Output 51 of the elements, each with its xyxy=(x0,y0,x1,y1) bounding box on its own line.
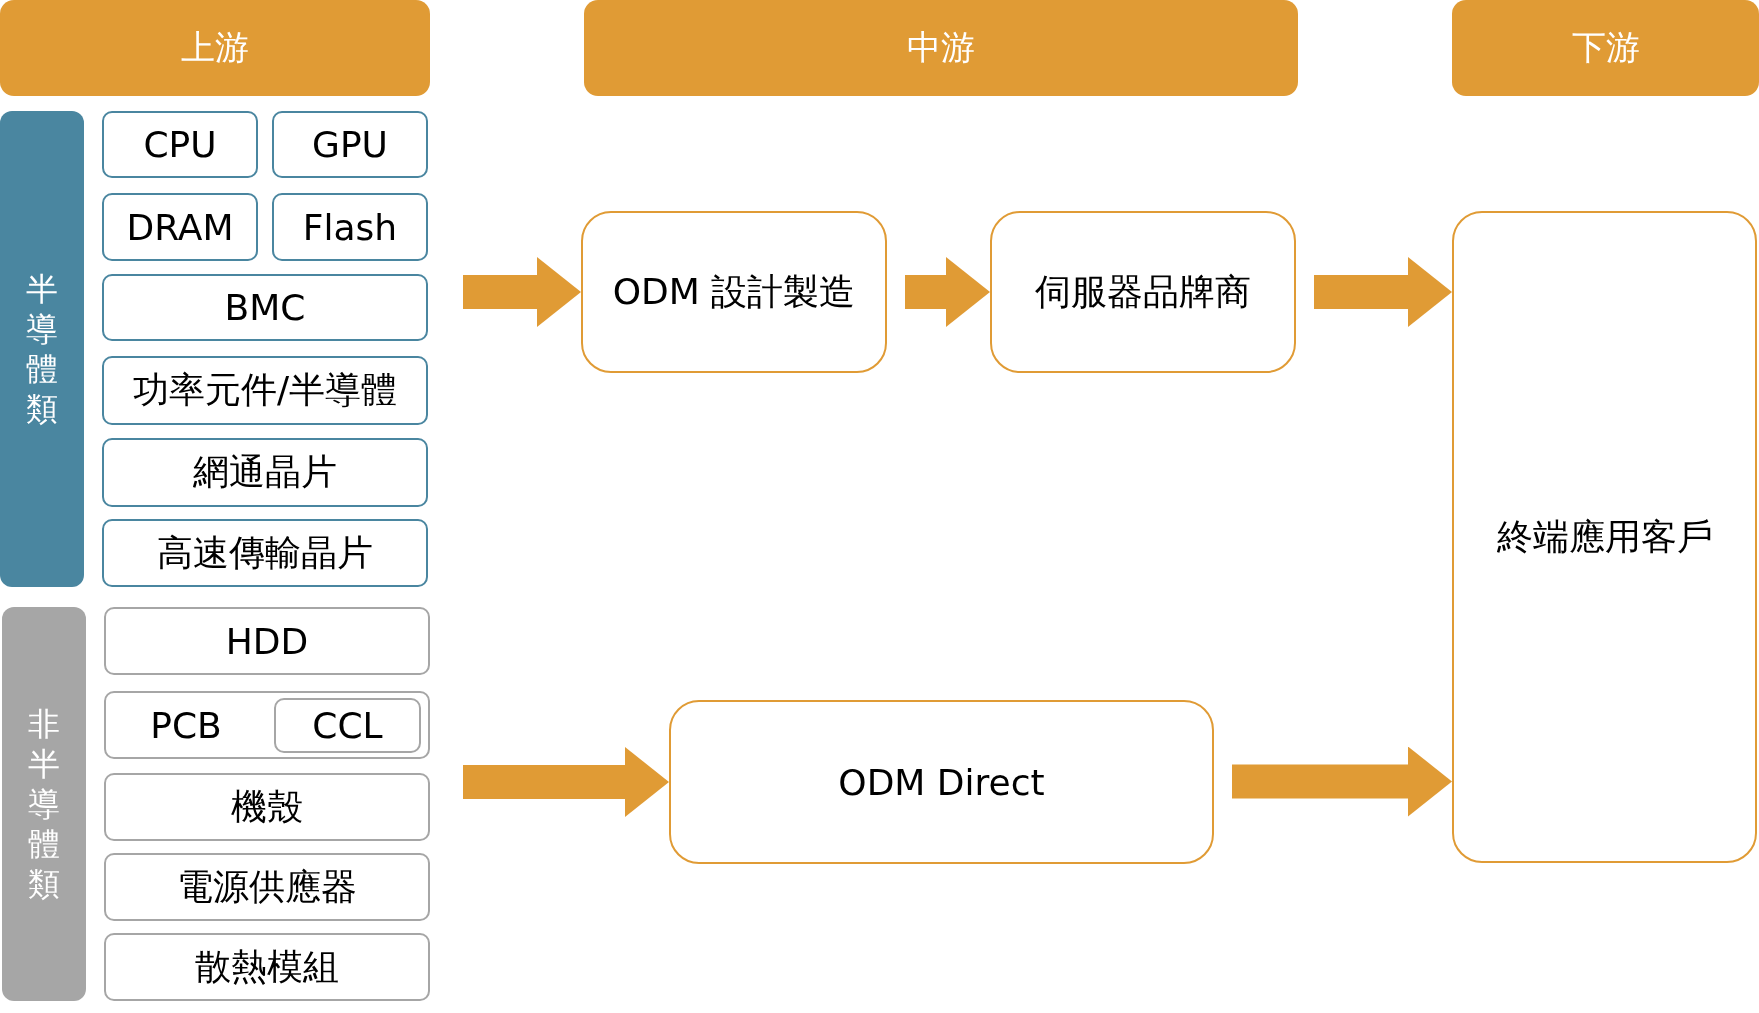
box-label: PCB xyxy=(149,704,223,746)
box-label: 功率元件/半導體 xyxy=(132,368,398,412)
box-label: 機殼 xyxy=(231,784,303,829)
box-label: CCL xyxy=(312,705,383,746)
component-box xyxy=(104,607,430,675)
box-label: 網通晶片 xyxy=(193,450,337,494)
block-arrow xyxy=(1232,746,1452,817)
box-label: 中游 xyxy=(907,26,975,69)
component-box xyxy=(272,111,428,178)
block-arrow xyxy=(463,747,669,817)
block-arrow xyxy=(463,257,581,327)
box-label: 電源供應器 xyxy=(177,864,357,909)
component-box xyxy=(102,438,428,507)
category-label: 半導體類 xyxy=(25,269,59,429)
box-label: CPU xyxy=(143,124,217,165)
category-band xyxy=(0,111,84,587)
box-label: 上游 xyxy=(181,26,249,69)
component-box xyxy=(272,193,428,261)
box-label: 終端應用客戶 xyxy=(1496,514,1713,559)
block-arrow xyxy=(905,257,990,327)
stage-box xyxy=(581,211,887,373)
box-label: DRAM xyxy=(126,206,234,248)
component-box xyxy=(104,773,430,841)
box-label: HDD xyxy=(225,620,309,662)
stage-box xyxy=(990,211,1296,373)
component-box xyxy=(274,698,421,753)
box-label: Flash xyxy=(302,206,398,248)
box-label: 高速傳輸晶片 xyxy=(157,530,373,575)
component-box xyxy=(104,933,430,1001)
box-label: BMC xyxy=(224,287,306,328)
component-box xyxy=(102,356,428,425)
category-label: 非半導體類 xyxy=(27,704,61,904)
component-box xyxy=(104,853,430,921)
box-label: GPU xyxy=(312,124,388,165)
category-band xyxy=(2,607,86,1001)
component-box xyxy=(102,111,258,178)
box-label: 下游 xyxy=(1571,26,1640,69)
stage-box xyxy=(1452,211,1757,863)
stage-box xyxy=(669,700,1214,864)
header-bar xyxy=(0,0,430,96)
component-box xyxy=(102,519,428,587)
header-bar xyxy=(1452,0,1759,96)
component-box xyxy=(102,193,258,261)
box-label: ODM Direct xyxy=(838,761,1045,803)
component-box xyxy=(102,274,428,341)
box-label: ODM 設計製造 xyxy=(612,269,856,314)
header-bar xyxy=(584,0,1298,96)
box-label: 散熱模組 xyxy=(195,944,339,989)
component-box xyxy=(104,691,430,759)
block-arrow xyxy=(1314,257,1452,327)
box-label: 伺服器品牌商 xyxy=(1035,269,1251,314)
